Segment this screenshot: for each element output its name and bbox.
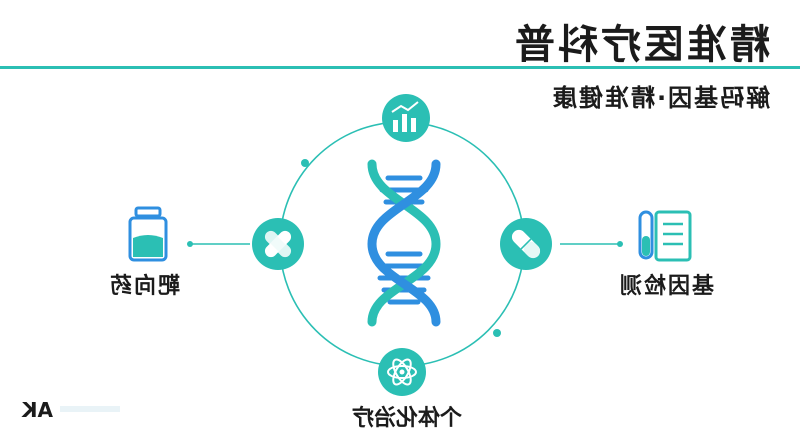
orbit-ring (279, 121, 525, 367)
diagram (60, 94, 692, 412)
dna-helix-icon (367, 159, 441, 327)
label-personalized-treatment: 个体化治疗 (352, 406, 463, 431)
corner-logo (60, 406, 120, 412)
label-targeted-drug: 靶向药 (108, 274, 181, 299)
bar-chart-icon (382, 94, 430, 142)
orbit-dot (301, 159, 309, 167)
label-gene-testing: 基因检测 (618, 274, 715, 299)
bandage-icon (252, 218, 304, 270)
capsule-icon (500, 218, 552, 270)
orbit-dot (493, 329, 501, 337)
title-divider (0, 66, 800, 69)
medicine-bottle-icon (128, 206, 168, 262)
clipboard-test-tube-icon (638, 210, 692, 262)
corner-text: AK (22, 398, 53, 422)
atom-icon (378, 348, 426, 396)
